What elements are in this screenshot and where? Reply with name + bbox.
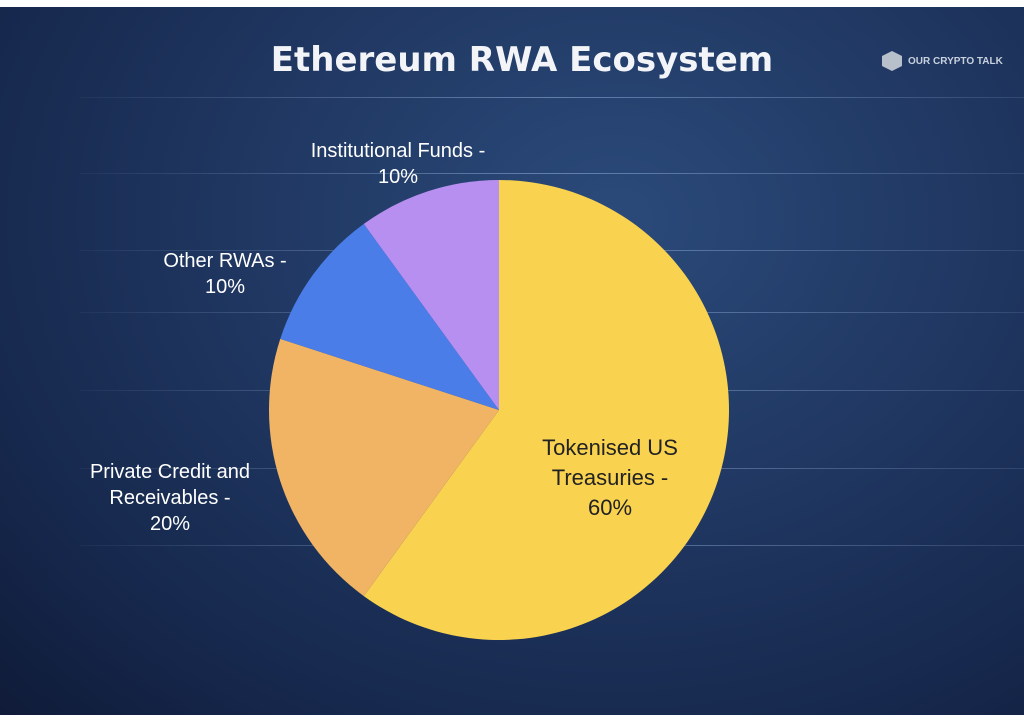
logo-icon xyxy=(882,51,902,71)
slice-label-line: Institutional Funds - xyxy=(311,140,486,162)
slice-label-line: 60% xyxy=(588,495,632,520)
slice-label-line: Other RWAs - xyxy=(163,250,286,272)
slice-label-line: 10% xyxy=(378,166,418,188)
slice-label: Other RWAs - 10% xyxy=(163,250,286,298)
slice-label-line: Treasuries - xyxy=(552,465,669,490)
pie-slice-institutional-funds xyxy=(363,180,499,410)
slice-label-line: 20% xyxy=(150,513,190,535)
pie-slice-other-rwas xyxy=(280,223,499,410)
pie-slice-private-credit-and-receivables xyxy=(269,338,499,597)
brand-logo: OUR CRYPTO TALK xyxy=(882,51,1003,71)
slice-label: Tokenised US Treasuries - 60% xyxy=(542,435,678,520)
logo-text: OUR CRYPTO TALK xyxy=(908,55,1003,67)
slice-label-line: Private Credit and xyxy=(90,461,250,483)
gridline xyxy=(80,173,1024,174)
slice-label-line: Tokenised US xyxy=(542,435,678,460)
slice-label: Institutional Funds - 10% xyxy=(311,140,486,188)
slice-label-line: Receivables - xyxy=(109,487,230,509)
chart-title: Ethereum RWA Ecosystem xyxy=(270,40,774,80)
slice-label-line: 10% xyxy=(205,276,245,298)
gridline xyxy=(80,97,1024,98)
pie-slice-tokenised-us-treasuries xyxy=(363,180,729,640)
